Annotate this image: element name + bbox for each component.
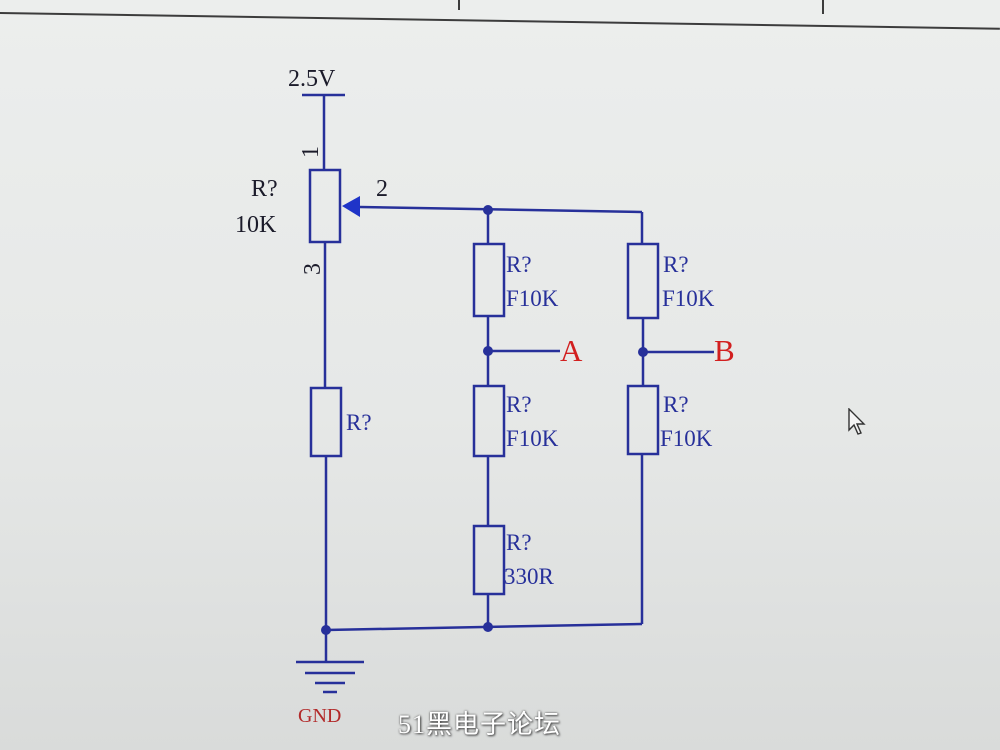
resistor-value: F10K <box>660 426 713 451</box>
resistor-designator: R? <box>506 392 532 417</box>
power-port-2v5[interactable]: 2.5V <box>288 66 345 97</box>
power-label: 2.5V <box>288 66 336 92</box>
net-label-b[interactable]: B <box>714 333 735 368</box>
resistor-designator: R? <box>663 392 689 417</box>
resistor-right-bottom[interactable]: R? F10K <box>626 384 713 456</box>
net-label-a[interactable]: A <box>560 333 583 368</box>
wire-wiper-bus <box>359 205 643 214</box>
resistor-designator: R? <box>663 252 689 277</box>
watermark: 51黑电子论坛 <box>398 710 562 739</box>
title-block-divider <box>458 0 460 10</box>
title-block-divider <box>822 0 824 14</box>
resistor-mid-low[interactable]: R? 330R <box>472 524 555 596</box>
resistor-value: 330R <box>504 564 555 589</box>
resistor-designator: R? <box>506 530 532 555</box>
resistor-body <box>626 242 660 320</box>
wiper-arrow-icon <box>342 196 360 217</box>
resistor-left[interactable]: R? <box>309 386 372 458</box>
ground-label: GND <box>298 705 341 727</box>
potentiometer-value: 10K <box>235 212 277 238</box>
potentiometer-designator: R? <box>251 176 278 202</box>
pin-1-number: 1 <box>298 146 324 158</box>
resistor-body <box>626 384 660 456</box>
resistor-mid-top[interactable]: R? F10K <box>472 242 559 318</box>
resistor-body <box>472 242 506 318</box>
resistor-value: F10K <box>662 286 715 311</box>
ground-symbol[interactable]: GND <box>296 630 364 727</box>
junction-dot <box>483 622 493 632</box>
resistor-designator: R? <box>506 252 532 277</box>
resistor-body <box>472 524 506 596</box>
resistor-body <box>472 384 506 458</box>
pin-2-number: 2 <box>376 176 388 202</box>
resistor-mid-bottom[interactable]: R? F10K <box>472 384 559 458</box>
mouse-cursor-icon <box>848 408 866 435</box>
potentiometer-body <box>308 168 342 244</box>
junction-dot <box>483 205 493 215</box>
resistor-designator: R? <box>346 410 372 435</box>
potentiometer[interactable]: R? 10K 1 2 3 <box>235 146 388 275</box>
pin-3-number: 3 <box>300 263 326 275</box>
resistor-right-top[interactable]: R? F10K <box>626 242 715 320</box>
resistor-body <box>309 386 343 458</box>
resistor-value: F10K <box>506 286 559 311</box>
resistor-value: F10K <box>506 426 559 451</box>
